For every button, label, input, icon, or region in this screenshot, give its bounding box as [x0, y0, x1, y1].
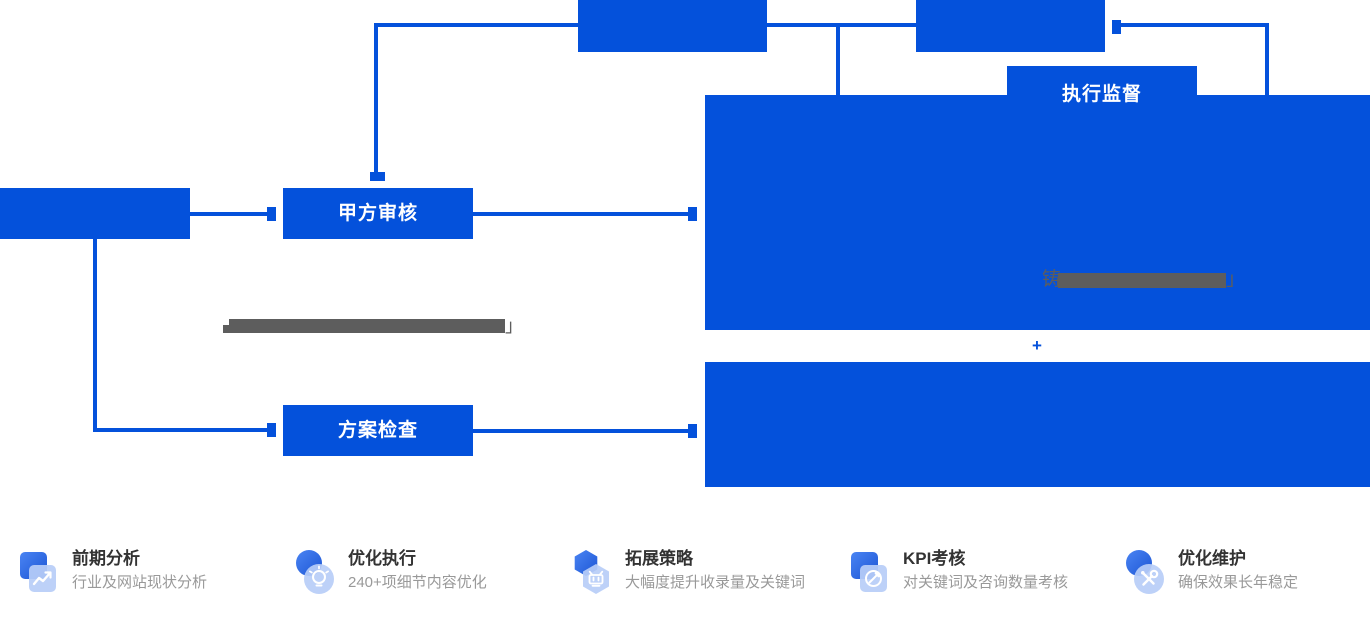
feature-item-analysis: 前期分析 行业及网站现状分析	[19, 548, 207, 596]
connector-line	[190, 212, 267, 216]
execution-panel-top	[705, 95, 1370, 330]
connector-line	[473, 212, 688, 216]
lightbulb-icon	[296, 550, 334, 594]
connector-line	[1265, 23, 1269, 95]
redacted-bracket: 」	[505, 316, 523, 336]
feature-subtitle: 对关键词及咨询数量考核	[903, 574, 1069, 591]
connector-line	[836, 25, 840, 95]
feature-title: 前期分析	[72, 549, 140, 568]
supervise-label: 执行监督	[1061, 84, 1142, 105]
connector-cap	[370, 172, 385, 181]
redaction-fragment	[223, 325, 229, 333]
top-box-1	[578, 0, 767, 52]
left-box	[0, 188, 190, 239]
redacted-bracket: 」	[1226, 269, 1246, 290]
trend-chart-icon	[20, 552, 56, 592]
redacted-note-top: 铸 」	[1042, 270, 1245, 290]
connector-cap	[688, 424, 697, 438]
feature-item-execution: 优化执行 240+项细节内容优化	[295, 548, 487, 596]
connector-line	[473, 429, 688, 433]
review-box: 甲方审核	[283, 188, 473, 239]
check-box: 方案检查	[283, 405, 473, 456]
feature-subtitle: 确保效果长年稳定	[1178, 574, 1299, 591]
plus-symbol: +	[1032, 336, 1042, 355]
connector-cap	[1112, 20, 1121, 34]
connector-line	[374, 23, 578, 27]
redacted-fragment: 铸	[1042, 269, 1062, 290]
connector-line	[93, 239, 97, 432]
maintenance-tools-icon	[1126, 550, 1164, 594]
connector-line	[767, 23, 916, 27]
connector-cap	[688, 207, 697, 221]
feature-item-kpi: KPI考核 对关键词及咨询数量考核	[850, 548, 1068, 596]
top-box-2	[916, 0, 1105, 52]
feature-title: 优化维护	[1178, 549, 1246, 568]
connector-line	[1121, 23, 1269, 27]
robot-strategy-icon	[574, 550, 609, 594]
feature-title: 优化执行	[348, 549, 416, 568]
connector-cap	[267, 207, 276, 221]
redacted-note-mid: 」	[223, 317, 523, 335]
connector-line	[93, 428, 267, 432]
connector-cap	[267, 423, 276, 437]
feature-item-maintenance: 优化维护 确保效果长年稳定	[1125, 548, 1298, 596]
feature-title: KPI考核	[903, 549, 966, 568]
redaction-bar	[229, 319, 505, 333]
feature-subtitle: 240+项细节内容优化	[348, 574, 487, 591]
kpi-badge-icon	[851, 552, 887, 592]
feature-subtitle: 行业及网站现状分析	[72, 574, 208, 591]
redaction-bar	[1058, 272, 1227, 288]
feature-title: 拓展策略	[625, 549, 693, 568]
feature-item-strategy: 拓展策略 大幅度提升收录量及关键词	[572, 548, 805, 596]
feature-subtitle: 大幅度提升收录量及关键词	[625, 574, 806, 591]
connector-line	[374, 23, 378, 173]
execution-panel-bottom	[705, 362, 1370, 487]
